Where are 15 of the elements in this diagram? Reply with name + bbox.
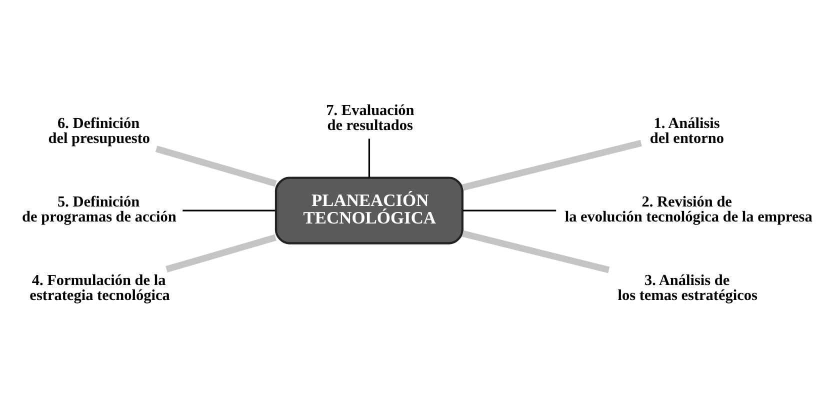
connector — [462, 139, 642, 190]
node-text: 3. Análisis de los temas estratégicos — [618, 271, 758, 304]
node-text: 5. Definición de programas de acción — [22, 192, 176, 226]
connector — [182, 209, 276, 211]
connector — [368, 138, 370, 178]
node-text: 7. Evaluación de resultados — [326, 101, 414, 134]
node-box: PLANEACIÓN TECNOLÓGICA — [274, 176, 464, 244]
node-text: 4. Formulación de la estrategia tecnológica — [30, 271, 170, 304]
connector — [462, 230, 610, 273]
connector — [462, 209, 556, 211]
node-text: 2. Revisión de la evolución tecnológica de la empresa — [564, 192, 812, 226]
node-text: 6. Definición del presupuesto — [48, 114, 150, 147]
node-text: 1. Análisis del entorno — [650, 114, 724, 147]
connector — [155, 145, 277, 186]
connector — [166, 234, 276, 272]
